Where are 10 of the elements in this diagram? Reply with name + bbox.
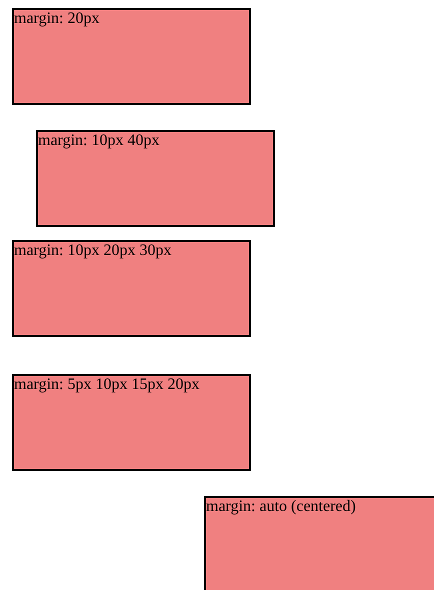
margin-demo-box <box>12 374 251 471</box>
box-label: margin: 5px 10px 15px 20px <box>14 376 200 394</box>
margin-demo-box <box>12 8 251 105</box>
box-label: margin: 20px <box>14 10 100 28</box>
box-label: margin: auto (centered) <box>206 498 356 516</box>
box-label: margin: 10px 20px 30px <box>14 242 172 260</box>
margin-demo-box <box>36 130 275 227</box>
margin-demo-box <box>204 496 434 590</box>
box-label: margin: 10px 40px <box>38 132 160 150</box>
margin-demo-box <box>12 240 251 337</box>
